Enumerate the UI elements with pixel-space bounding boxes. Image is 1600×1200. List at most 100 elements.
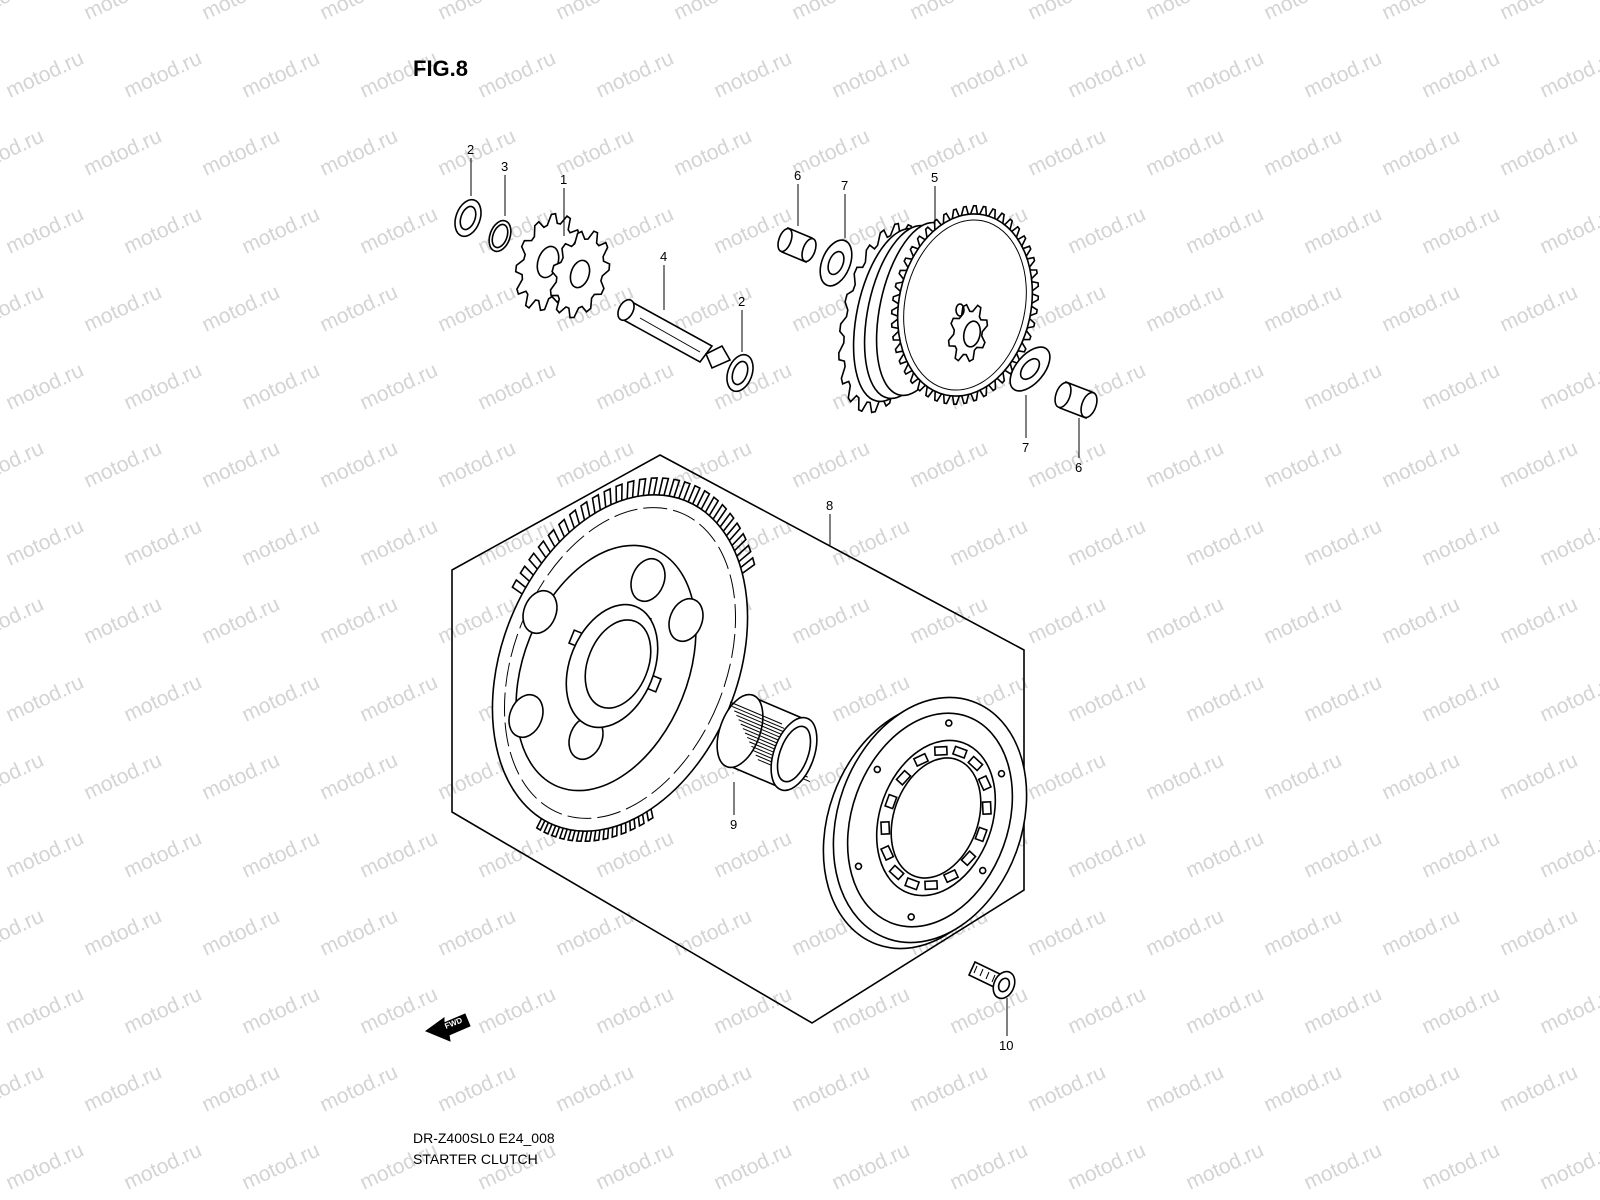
watermark-text: motod.ru	[2, 983, 87, 1039]
watermark-text: motod.ru	[1142, 125, 1227, 181]
watermark-text: motod.ru	[1536, 1139, 1600, 1195]
watermark-text: motod.ru	[1142, 281, 1227, 337]
watermark-text: motod.ru	[1536, 671, 1600, 727]
watermark-text: motod.ru	[316, 905, 401, 961]
watermark-text: motod.ru	[1536, 47, 1600, 103]
watermark-text: motod.ru	[80, 437, 165, 493]
watermark-text: motod.ru	[1260, 749, 1345, 805]
watermark-text: motod.ru	[1418, 1139, 1503, 1195]
watermark-text: motod.ru	[80, 749, 165, 805]
needle-bearing-part-9	[716, 693, 818, 792]
watermark-text: motod.ru	[828, 983, 913, 1039]
washer-part-2a	[454, 198, 482, 238]
callout-1: 1	[560, 172, 567, 187]
watermark-text: motod.ru	[356, 671, 441, 727]
watermark-text: motod.ru	[828, 1139, 913, 1195]
watermark-text: motod.ru	[552, 0, 637, 25]
watermark-text: motod.ru	[1142, 905, 1227, 961]
watermark-text: motod.ru	[906, 0, 991, 25]
callout-6a: 6	[794, 168, 801, 183]
watermark-text: motod.ru	[2, 671, 87, 727]
watermark-text: motod.ru	[1024, 125, 1109, 181]
watermark-text: motod.ru	[356, 203, 441, 259]
thrust-washer-part-7b	[1009, 346, 1051, 392]
watermark-text: motod.ru	[1142, 593, 1227, 649]
watermark-text: motod.ru	[0, 125, 47, 181]
thrust-washer-part-7a	[819, 239, 853, 287]
watermark-text: motod.ru	[1300, 203, 1385, 259]
watermark-text: motod.ru	[474, 983, 559, 1039]
watermark-text: motod.ru	[1418, 515, 1503, 571]
watermark-text: motod.ru	[592, 983, 677, 1039]
watermark-text: motod.ru	[2, 359, 87, 415]
watermark-text: motod.ru	[238, 671, 323, 727]
watermark-text: motod.ru	[1024, 1061, 1109, 1117]
watermark-text: motod.ru	[1260, 125, 1345, 181]
callout-7a: 7	[841, 178, 848, 193]
watermark-text: motod.ru	[1536, 359, 1600, 415]
watermark-text: motod.ru	[80, 0, 165, 25]
forward-direction-arrow: FWD	[424, 1013, 471, 1042]
watermark-text: motod.ru	[946, 47, 1031, 103]
watermark-text: motod.ru	[1182, 515, 1267, 571]
watermark-text: motod.ru	[1300, 515, 1385, 571]
watermark-text: motod.ru	[80, 1061, 165, 1117]
watermark-text: motod.ru	[1300, 983, 1385, 1039]
watermark-text: motod.ru	[1064, 1139, 1149, 1195]
watermark-text: motod.ru	[710, 47, 795, 103]
watermark-text: motod.ru	[592, 1139, 677, 1195]
watermark-text: motod.ru	[238, 983, 323, 1039]
watermark-text: motod.ru	[592, 47, 677, 103]
watermark-text: motod.ru	[1024, 905, 1109, 961]
callout-8: 8	[826, 498, 833, 513]
watermark-text: motod.ru	[1064, 515, 1149, 571]
watermark-text: motod.ru	[1418, 983, 1503, 1039]
watermark-text: motod.ru	[828, 47, 913, 103]
bushing-part-6b	[1054, 380, 1098, 420]
watermark-text: motod.ru	[828, 515, 913, 571]
watermark-text: motod.ru	[198, 905, 283, 961]
shaft-part-4	[617, 298, 732, 370]
watermark-text: motod.ru	[120, 1139, 205, 1195]
watermark-text: motod.ru	[946, 1139, 1031, 1195]
watermark-text: motod.ru	[2, 47, 87, 103]
watermark-text: motod.ru	[1064, 47, 1149, 103]
watermark-text: motod.ru	[356, 359, 441, 415]
starter-clutch-gear	[491, 477, 756, 843]
watermark-text: motod.ru	[1300, 1139, 1385, 1195]
watermark-text: motod.ru	[198, 0, 283, 25]
watermark-text: motod.ru	[1064, 671, 1149, 727]
watermark-text: motod.ru	[1378, 1061, 1463, 1117]
watermark-text: motod.ru	[946, 983, 1031, 1039]
circlip-part-3	[488, 219, 512, 253]
callout-3: 3	[501, 159, 508, 174]
watermark-text: motod.ru	[316, 437, 401, 493]
watermark-text: motod.ru	[1496, 0, 1581, 25]
watermark-text: motod.ru	[1024, 281, 1109, 337]
watermark-text: motod.ru	[2, 203, 87, 259]
watermark-text: motod.ru	[1024, 749, 1109, 805]
watermark-text: motod.ru	[1378, 437, 1463, 493]
assembly-box-part-8	[451, 454, 1025, 1024]
watermark-text: motod.ru	[356, 515, 441, 571]
watermark-text: motod.ru	[788, 1061, 873, 1117]
watermark-text: motod.ru	[198, 1061, 283, 1117]
watermark-text: motod.ru	[1496, 281, 1581, 337]
callout-6b: 6	[1075, 460, 1082, 475]
watermark-text: motod.ru	[1496, 125, 1581, 181]
watermark-text: motod.ru	[788, 0, 873, 25]
watermark-text: motod.ru	[710, 1139, 795, 1195]
watermark-text: motod.ru	[1260, 593, 1345, 649]
watermark-text: motod.ru	[1496, 593, 1581, 649]
watermark-text: motod.ru	[2, 1139, 87, 1195]
idle-gear-part-1	[514, 212, 611, 319]
watermark-text: motod.ru	[198, 437, 283, 493]
watermark-text: motod.ru	[120, 203, 205, 259]
bolt-part-10	[967, 960, 1016, 1000]
watermark-text: motod.ru	[1260, 905, 1345, 961]
watermark-text: motod.ru	[0, 0, 47, 25]
watermark-text: motod.ru	[1142, 0, 1227, 25]
watermark-text: motod.ru	[906, 125, 991, 181]
watermark-text: motod.ru	[670, 125, 755, 181]
